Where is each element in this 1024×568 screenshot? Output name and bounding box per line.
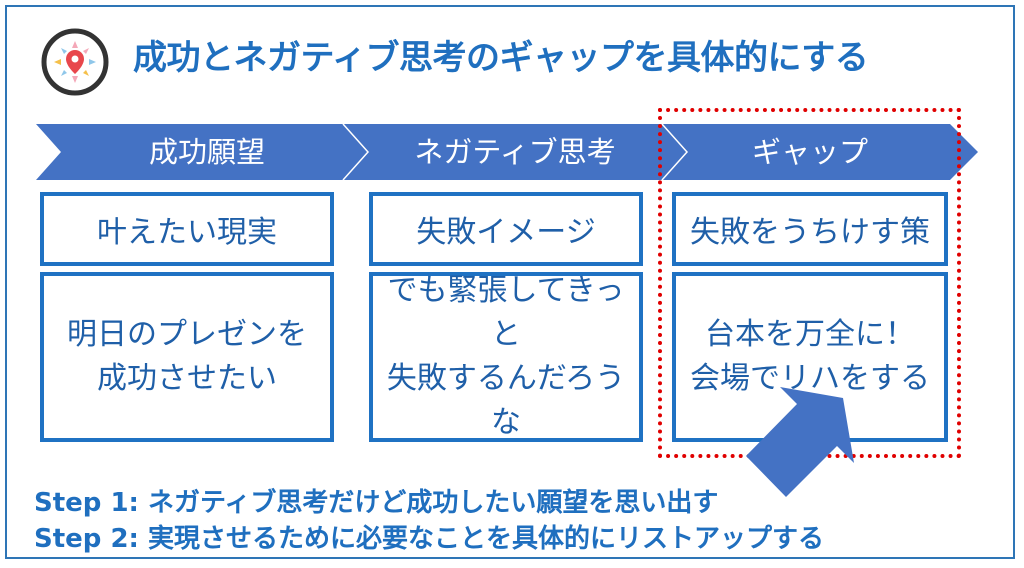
content-box-countermeasure: 台本を万全に！ 会場でリハをする <box>672 272 948 442</box>
compass-location-icon <box>41 28 109 96</box>
step-1-text: Step 1: ネガティブ思考だけど成功したい願望を思い出す <box>34 488 719 518</box>
content-box-reality: 明日のプレゼンを 成功させたい <box>40 272 334 442</box>
arrow-step-1 <box>36 124 368 180</box>
label-box-reality: 叶えたい現実 <box>40 192 334 266</box>
header-success-wish: 成功願望 <box>148 135 265 169</box>
label-box-failure-image: 失敗イメージ <box>369 192 643 266</box>
arrow-step-3 <box>662 124 978 180</box>
content-box-failure-image: でも緊張してきっと 失敗するんだろうな <box>369 272 643 442</box>
label-box-countermeasure: 失敗をうちけす策 <box>672 192 948 266</box>
header-negative-thinking: ネガティブ思考 <box>414 135 616 169</box>
step-2-text: Step 2: 実現させるために必要なことを具体的にリストアップする <box>34 524 824 554</box>
page-title: 成功とネガティブ思考のギャップを具体的にする <box>133 38 869 78</box>
slide-frame <box>5 5 1015 559</box>
header-gap: ギャップ <box>751 135 868 169</box>
arrow-step-2 <box>343 124 687 180</box>
steps-list: Step 1: ネガティブ思考だけど成功したい願望を思い出す Step 2: 実… <box>34 485 824 557</box>
